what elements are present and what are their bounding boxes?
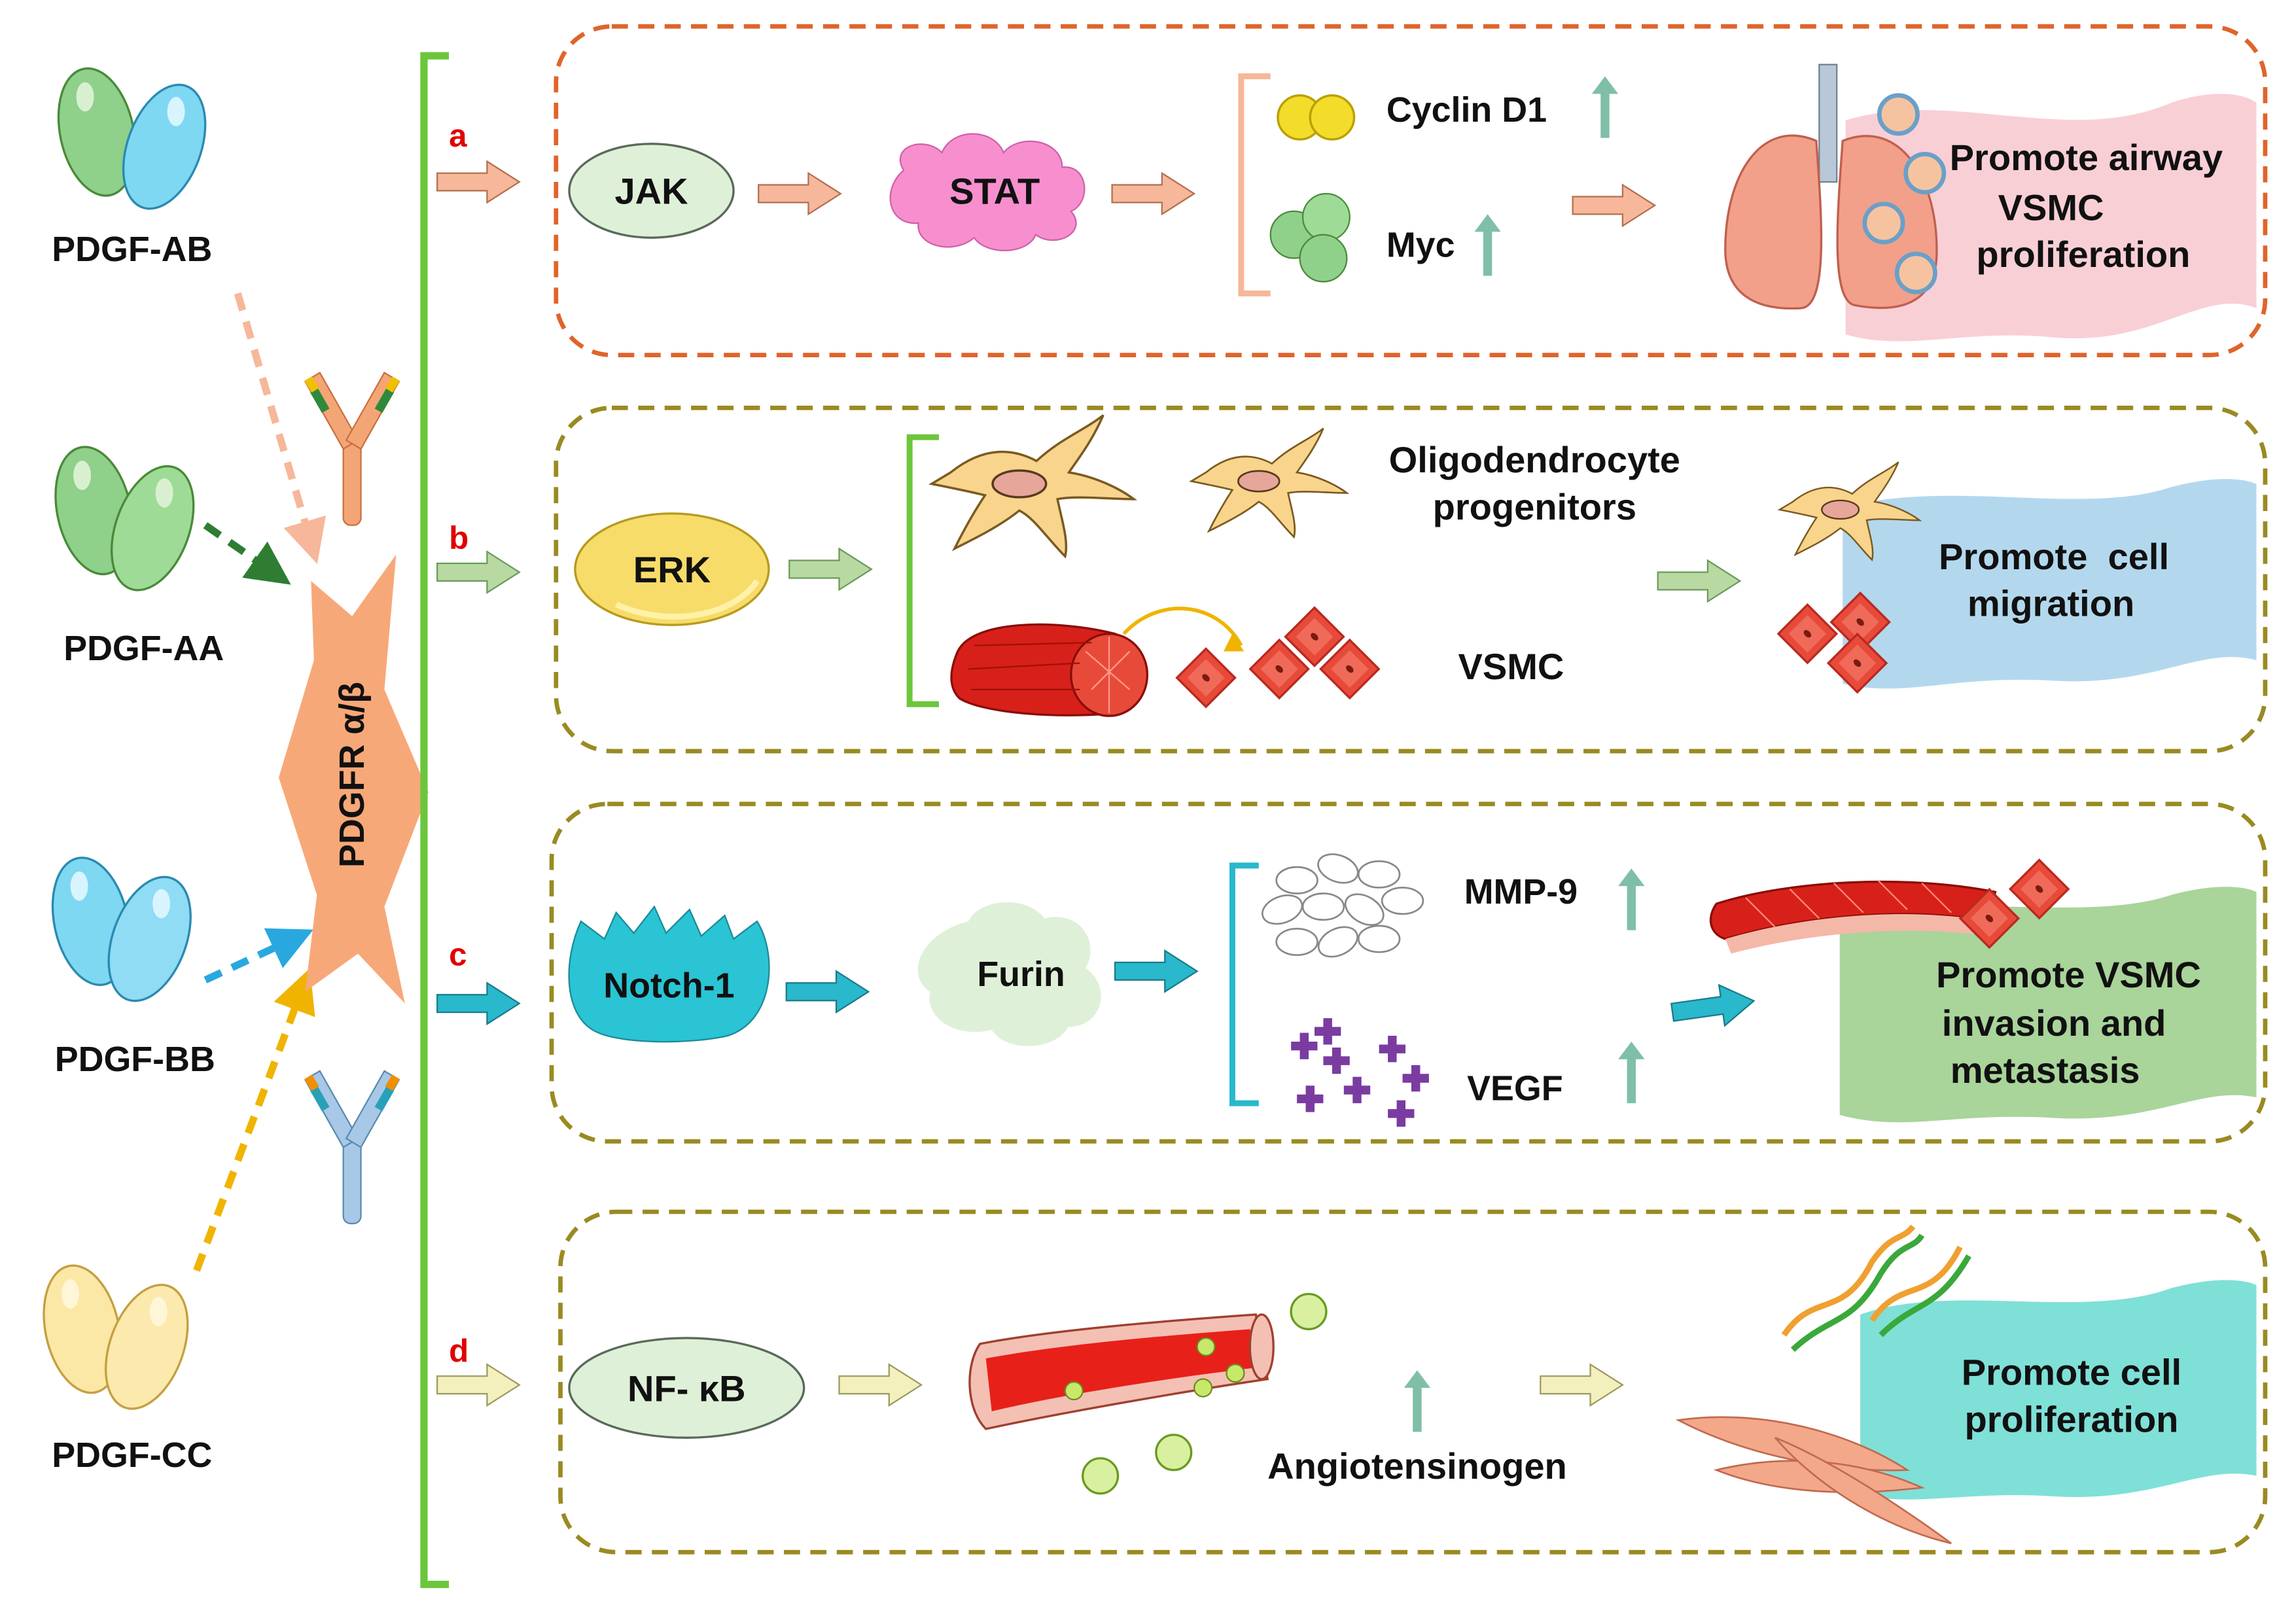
receptor-label: PDGFR α/β: [332, 682, 372, 868]
up-arrow-cyclin-d1: [1591, 76, 1619, 138]
panel-a-box: [554, 24, 2268, 358]
panel-d-letter: d: [449, 1333, 468, 1369]
panel-c-box: [549, 802, 2268, 1144]
pdgf-cc-dimer-icon: [43, 1264, 189, 1410]
vascular-muscle-strip-icon: [1709, 879, 1997, 954]
angiotensinogen-molecule-icon: [1082, 1292, 1328, 1495]
arrow-ab-to-receptor: [234, 292, 327, 564]
outcome-c-line3: metastasis: [1951, 1049, 2140, 1091]
nf-kb-label: NF- κB: [627, 1367, 746, 1409]
up-arrow-mmp-9: [1618, 868, 1645, 930]
erk-label: ERK: [633, 549, 711, 590]
vsmc-label-b: VSMC: [1458, 646, 1564, 687]
antibody-icon-bottom: [304, 1070, 400, 1225]
lungs-icon: [1724, 63, 1947, 310]
outcome-c-banner: [1839, 887, 2257, 1123]
up-arrow-angiotensinogen: [1404, 1370, 1431, 1432]
notch-1-label: Notch-1: [603, 966, 734, 1006]
outcome-a-banner: [1845, 94, 2257, 342]
oligodendrocyte-icon-1: [930, 414, 1135, 558]
vegf-icon: [1291, 1018, 1429, 1127]
panel-c-letter: c: [449, 936, 467, 972]
nf-kb-node: [568, 1337, 805, 1439]
blood-vessel-icon: [968, 1313, 1275, 1430]
pdgf-ab-dimer-icon: [57, 67, 207, 210]
dna-helix-icon: [1781, 1224, 1971, 1352]
myc-label: Myc: [1386, 225, 1455, 264]
panel-b-letter: b: [449, 520, 468, 556]
stat-label: STAT: [949, 171, 1040, 212]
pdgf-aa-dimer-icon: [54, 446, 195, 591]
mmp-9-icon: [1262, 853, 1424, 958]
arrow-c-entry: [436, 982, 520, 1025]
bracket-a: [1238, 73, 1271, 296]
furin-label: Furin: [977, 955, 1065, 994]
outcome-a-line2: VSMC: [1998, 186, 2104, 228]
myc-icon: [1269, 192, 1351, 283]
ligand-label-ab: PDGF-AB: [52, 230, 212, 269]
outcome-d-line1: Promote cell: [1962, 1352, 2181, 1393]
angiotensinogen-label: Angiotensinogen: [1267, 1445, 1567, 1487]
outcome-a-line3: proliferation: [1976, 234, 2190, 275]
main-bracket: [420, 52, 450, 1589]
furin-node: [917, 902, 1101, 1046]
erk-node: [574, 512, 770, 626]
arrow-aa-to-receptor: [203, 522, 291, 585]
outcome-b-line2: migration: [1968, 583, 2134, 624]
oligodendrocyte-label-line2: progenitors: [1433, 486, 1636, 527]
jak-node: [568, 143, 735, 239]
notch-1-node: [568, 905, 770, 1043]
ligand-label-aa: PDGF-AA: [63, 629, 224, 668]
up-arrow-myc: [1474, 214, 1501, 276]
vsmc-outcome-icon-1: [1777, 603, 1838, 664]
antibody-icon-top: [304, 372, 400, 526]
cyclin-d1-label: Cyclin D1: [1386, 90, 1547, 130]
arrow-b-to-outcome: [1657, 559, 1741, 603]
arrow-d-entry: [436, 1364, 520, 1407]
outcome-d-banner: [1860, 1280, 2257, 1500]
oligodendrocyte-icon-2: [1190, 427, 1348, 538]
cyclin-d1-icon: [1277, 94, 1356, 141]
arrow-d-nfkb-target: [838, 1364, 923, 1407]
vegf-label: VEGF: [1467, 1069, 1563, 1108]
outcome-b-line1: Promote cell: [1939, 536, 2169, 577]
arrow-b-entry: [436, 550, 520, 593]
ligand-label-bb: PDGF-BB: [55, 1040, 215, 1079]
arrow-bb-to-receptor: [203, 928, 313, 983]
arrow-a-stat-targets: [1111, 172, 1195, 215]
arrow-a-jak-stat: [758, 172, 841, 215]
outcome-a-line1: Promote airway: [1950, 137, 2223, 178]
erk-highlight: [614, 579, 760, 620]
arrow-c-notch-furin: [785, 970, 870, 1014]
bracket-c: [1229, 862, 1259, 1106]
arrow-a-entry: [436, 160, 520, 203]
outcome-d-line2: proliferation: [1964, 1398, 2178, 1439]
up-arrow-vegf: [1618, 1041, 1645, 1104]
arrow-c-furin-targets: [1114, 949, 1198, 993]
pdgfr-receptor-shape: [279, 554, 429, 1004]
oligodendrocyte-label-line1: Oligodendrocyte: [1389, 439, 1680, 480]
outcome-c-line2: invasion and: [1942, 1002, 2166, 1044]
arrow-b-erk-targets: [788, 548, 872, 591]
arrow-cc-to-receptor: [193, 968, 315, 1272]
panel-d-box: [558, 1209, 2268, 1555]
muscle-tissue-icon: [950, 607, 1245, 717]
outcome-b-banner: [1843, 479, 2257, 689]
vsmc-cell-icon-1: [1175, 647, 1237, 708]
jak-label: JAK: [614, 171, 688, 212]
smooth-muscle-cells-icon: [1675, 1416, 1952, 1545]
stat-node: [889, 133, 1086, 252]
panel-b-box: [554, 405, 2268, 754]
pdgf-bb-dimer-icon: [51, 856, 192, 1002]
panel-a-letter: a: [449, 118, 467, 154]
arrow-a-to-outcome: [1572, 184, 1656, 227]
ligand-label-cc: PDGF-CC: [52, 1436, 212, 1475]
arrow-c-to-outcome: [1669, 979, 1757, 1034]
mmp-9-label: MMP-9: [1464, 872, 1578, 911]
bracket-b: [906, 434, 939, 707]
arrow-d-to-outcome: [1540, 1364, 1623, 1407]
outcome-c-line1: Promote VSMC: [1936, 954, 2201, 995]
